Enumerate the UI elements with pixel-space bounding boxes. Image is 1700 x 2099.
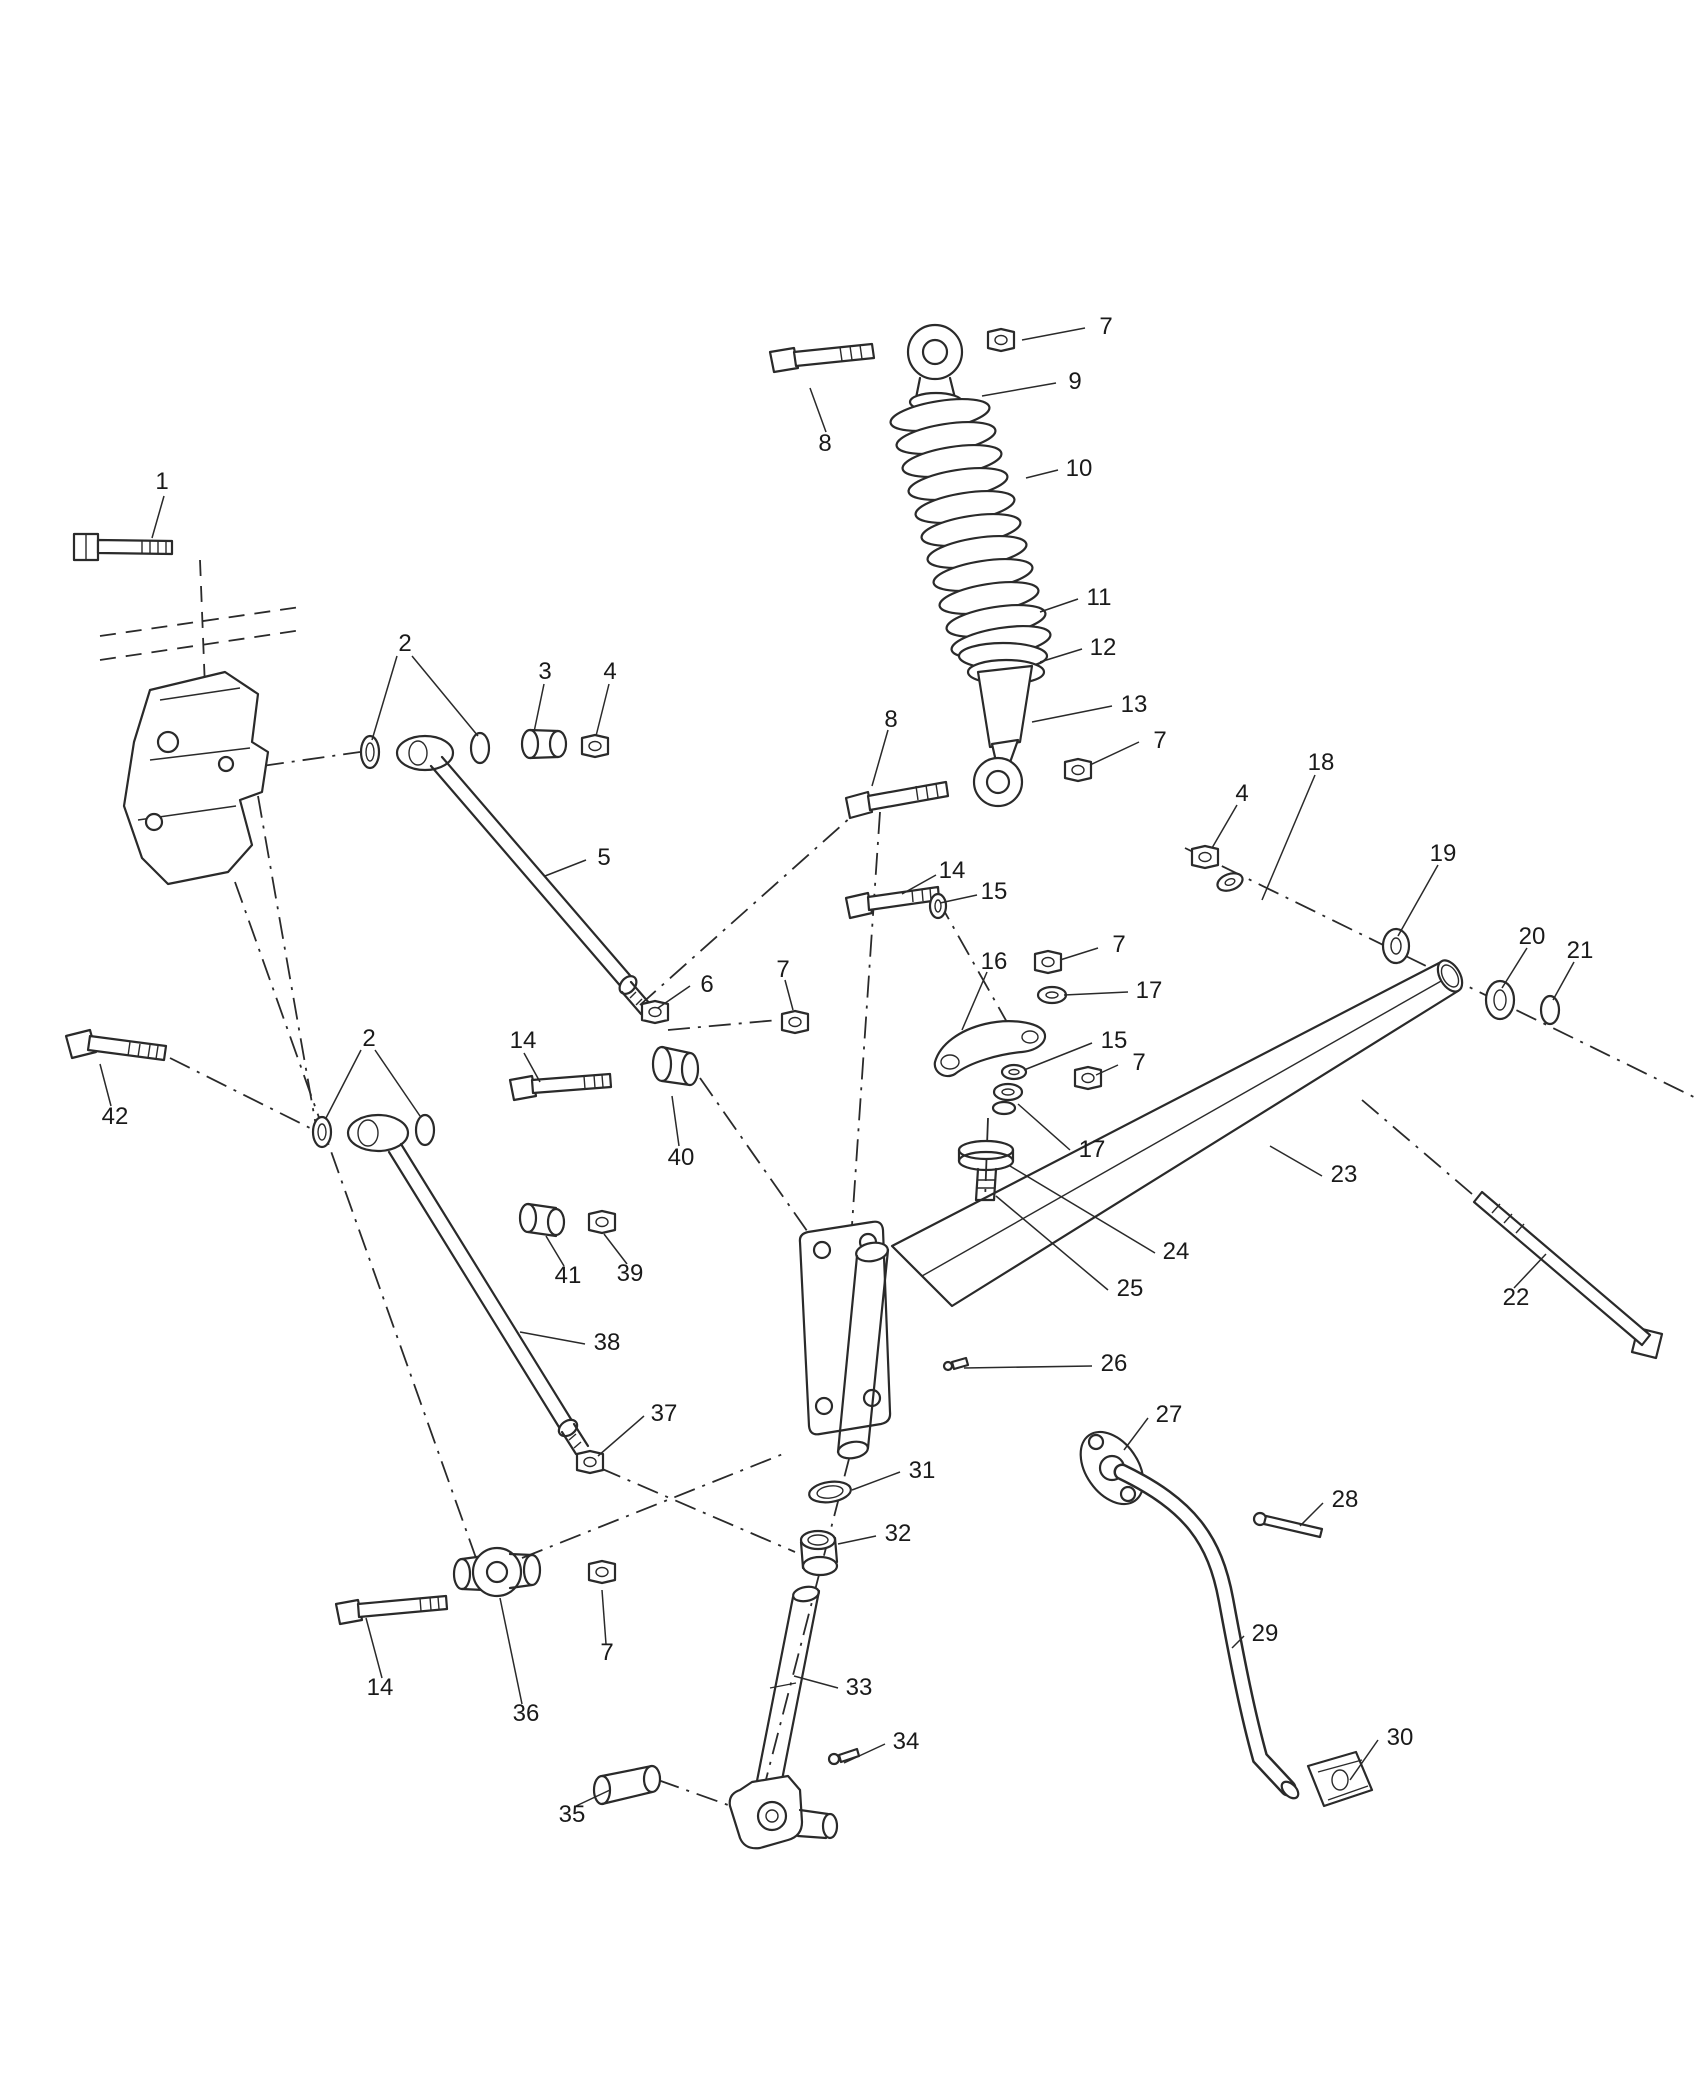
callout-label: 23: [1331, 1161, 1358, 1188]
callout-labels: 7 9 10 8 1 11 12 13 7 2 3 4 8 18 4 19 5 …: [102, 313, 1594, 1828]
callout-label: 2: [362, 1025, 375, 1052]
callout-label: 29: [1252, 1620, 1279, 1647]
pin-28: [1252, 1511, 1324, 1539]
fitting-26: [942, 1356, 970, 1372]
bolt-42: [64, 1028, 168, 1062]
callout-label: 9: [1068, 368, 1081, 395]
callout-label: 14: [939, 857, 966, 884]
torsion-bar-assembly: [1079, 1430, 1374, 1808]
callout-label: 13: [1121, 691, 1148, 718]
spacer-tube-35: [592, 1764, 662, 1806]
callout-label: 7: [776, 956, 789, 983]
callout-label: 25: [1117, 1275, 1144, 1302]
frame-bracket: [122, 670, 270, 886]
callout-label: 10: [1066, 455, 1093, 482]
callout-label: 18: [1308, 749, 1335, 776]
callout-label: 14: [367, 1674, 394, 1701]
bolt-14-upper: [844, 885, 941, 920]
ball-stud: [957, 1139, 1015, 1202]
trailing-arm: [890, 844, 1561, 1308]
callout-label: 16: [981, 948, 1008, 975]
callout-label: 35: [559, 1801, 586, 1828]
callout-label: 1: [155, 468, 168, 495]
screw-34: [827, 1747, 861, 1766]
callout-label: 37: [651, 1400, 678, 1427]
shock-top-nut: [986, 327, 1016, 353]
bolt-14-mid: [508, 1072, 613, 1102]
callout-label: 15: [1101, 1027, 1128, 1054]
callout-label: 19: [1430, 840, 1457, 867]
callout-label: 20: [1519, 923, 1546, 950]
rod-end-bushing-40: [651, 1045, 700, 1087]
callout-label: 17: [1136, 977, 1163, 1004]
callout-label: 3: [538, 658, 551, 685]
callout-label: 27: [1156, 1401, 1183, 1428]
callout-label: 32: [885, 1520, 912, 1547]
callout-label: 2: [398, 630, 411, 657]
callout-label: 7: [1153, 727, 1166, 754]
callout-label: 8: [818, 430, 831, 457]
callout-label: 24: [1163, 1238, 1190, 1265]
callout-label: 4: [603, 658, 616, 685]
callout-label: 42: [102, 1103, 129, 1130]
shock-top-bolt: [768, 342, 876, 374]
callout-label: 28: [1332, 1486, 1359, 1513]
callout-label: 7: [1099, 313, 1112, 340]
callout-label: 30: [1387, 1724, 1414, 1751]
callout-label: 7: [600, 1639, 613, 1666]
upper-radius-rod: [359, 728, 810, 1102]
lower-radius-rod: [311, 1113, 617, 1475]
callout-label: 31: [909, 1457, 936, 1484]
callout-label: 5: [597, 844, 610, 871]
callout-label: 34: [893, 1728, 920, 1755]
callout-label: 7: [1132, 1049, 1145, 1076]
leader-lines: [99, 327, 1575, 1807]
callout-label: 36: [513, 1700, 540, 1727]
shock-absorber: [768, 323, 1093, 820]
callout-label: 26: [1101, 1350, 1128, 1377]
shock-bottom-nut: [1063, 757, 1093, 783]
steering-arm-assembly: [844, 885, 1103, 1372]
spindle-assembly: [592, 1220, 892, 1850]
callout-label: 14: [510, 1027, 537, 1054]
callout-label: 7: [1112, 931, 1125, 958]
callout-label: 12: [1090, 634, 1117, 661]
shock-bottom-bolt: [844, 780, 950, 820]
bolt-1: [72, 532, 174, 562]
bolt-22: [1472, 1190, 1664, 1360]
callout-label: 15: [981, 878, 1008, 905]
callout-label: 21: [1567, 937, 1594, 964]
callout-label: 4: [1235, 780, 1248, 807]
callout-label: 40: [668, 1144, 695, 1171]
callout-label: 8: [884, 706, 897, 733]
callout-label: 6: [700, 971, 713, 998]
bolt-14-lower: [334, 1594, 449, 1626]
callout-label: 11: [1087, 584, 1112, 611]
callout-label: 38: [594, 1329, 621, 1356]
callout-label: 17: [1079, 1136, 1106, 1163]
callout-label: 22: [1503, 1284, 1530, 1311]
callout-label: 33: [846, 1674, 873, 1701]
callout-label: 41: [555, 1262, 582, 1289]
coil-spring: [889, 398, 1052, 659]
callout-label: 39: [617, 1260, 644, 1287]
pivot-bushing-assembly: [334, 1546, 617, 1626]
